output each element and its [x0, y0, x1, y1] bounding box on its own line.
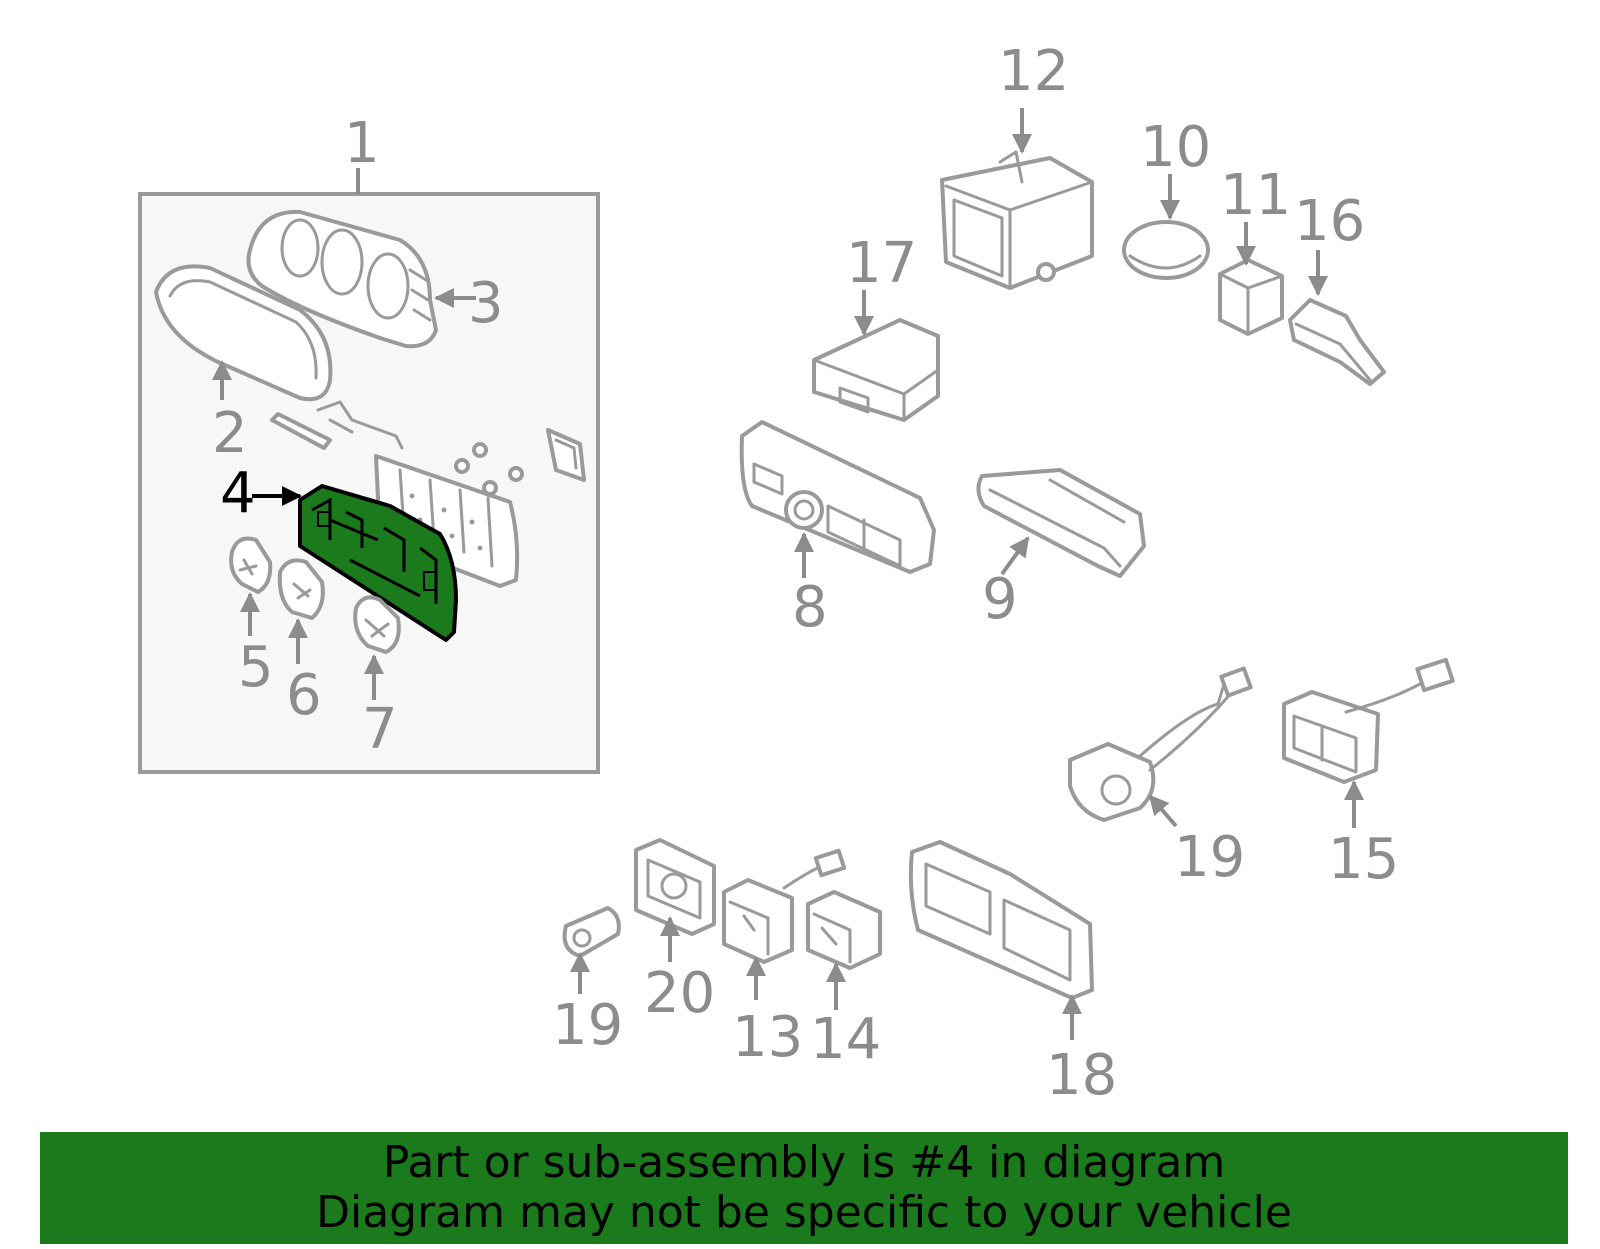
gauge-part-6[interactable] [277, 558, 325, 620]
callout-17: 17 [846, 231, 917, 296]
callout-13: 13 [732, 1005, 803, 1070]
callout-10: 10 [1140, 115, 1211, 180]
switch-part-14[interactable] [806, 890, 882, 970]
callout-4: 4 [220, 461, 256, 526]
callout-7: 7 [362, 697, 398, 762]
switch-part-11[interactable] [1218, 258, 1284, 336]
switch-block-part-12[interactable] [940, 150, 1094, 290]
callout-14: 14 [810, 1007, 881, 1072]
cluster-housing-part[interactable] [246, 209, 438, 349]
callout-5: 5 [238, 635, 274, 700]
bezel-part-9[interactable] [976, 468, 1146, 578]
bezel-part-20[interactable] [634, 838, 716, 936]
highlighted-part-4[interactable] [298, 484, 458, 642]
knob-part-19-left[interactable] [562, 906, 621, 958]
cluster-lens-part[interactable] [154, 264, 333, 402]
callout-16: 16 [1294, 189, 1365, 254]
callout-3: 3 [468, 271, 504, 336]
callout-2: 2 [212, 401, 248, 466]
switch-part-13[interactable] [722, 848, 847, 964]
info-banner: Part or sub-assembly is #4 in diagram Di… [40, 1132, 1568, 1244]
callout-9: 9 [982, 567, 1018, 632]
banner-line-disclaimer: Diagram may not be specific to your vehi… [316, 1187, 1292, 1238]
callout-12: 12 [998, 39, 1069, 104]
callout-19-left: 19 [552, 993, 623, 1058]
callout-18: 18 [1046, 1043, 1117, 1108]
bulbs-part [454, 442, 524, 496]
switch-part-16[interactable] [1288, 298, 1386, 386]
callout-6: 6 [286, 663, 322, 728]
callout-20: 20 [644, 961, 715, 1026]
gauge-part-5[interactable] [229, 536, 273, 594]
switch-part-15[interactable] [1282, 657, 1455, 784]
connector-bracket-part [546, 428, 586, 482]
callout-11: 11 [1220, 163, 1291, 228]
callout-8: 8 [792, 575, 828, 640]
control-panel-part-8[interactable] [739, 420, 936, 574]
cap-part-10[interactable] [1122, 220, 1210, 280]
callout-15: 15 [1328, 827, 1399, 892]
callout-1: 1 [344, 111, 380, 176]
module-part-17[interactable] [812, 318, 940, 422]
callout-19-right: 19 [1174, 825, 1245, 890]
gauge-part-7[interactable] [353, 595, 401, 654]
bracket-strip-part [270, 400, 404, 450]
circuit-board-part [374, 454, 520, 588]
banner-line-part: Part or sub-assembly is #4 in diagram [382, 1137, 1226, 1188]
harness-part-19-right[interactable] [1068, 666, 1253, 822]
bezel-part-18[interactable] [908, 840, 1094, 1000]
